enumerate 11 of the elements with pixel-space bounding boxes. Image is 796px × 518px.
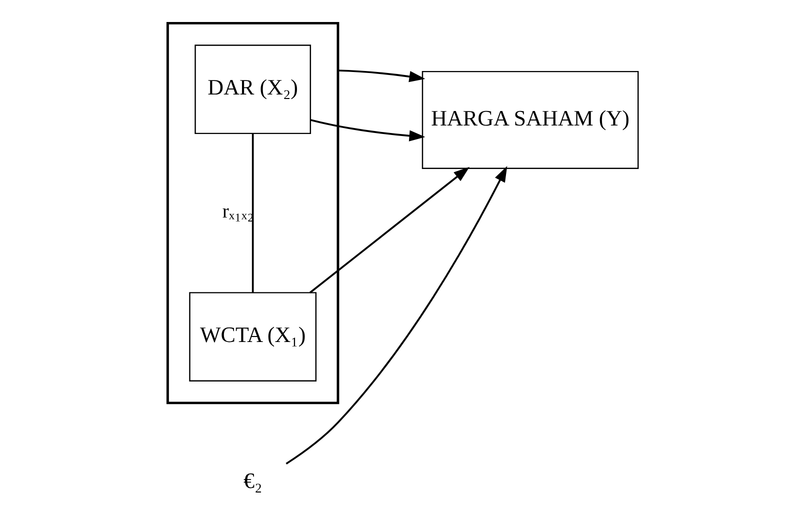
arrow bbox=[309, 166, 470, 294]
node-box: DAR (X₂) bbox=[194, 44, 312, 134]
node-box: HARGA SAHAM (Y) bbox=[422, 70, 639, 169]
node-text: €₂ bbox=[243, 468, 262, 493]
connector bbox=[252, 134, 254, 293]
arrow bbox=[338, 70, 426, 82]
node-box: WCTA (X₁) bbox=[189, 292, 317, 382]
edge-label: rₓ₁ₓ₂ bbox=[222, 202, 254, 223]
cluster bbox=[166, 22, 340, 404]
arrow bbox=[286, 166, 508, 465]
arrow bbox=[310, 119, 426, 142]
